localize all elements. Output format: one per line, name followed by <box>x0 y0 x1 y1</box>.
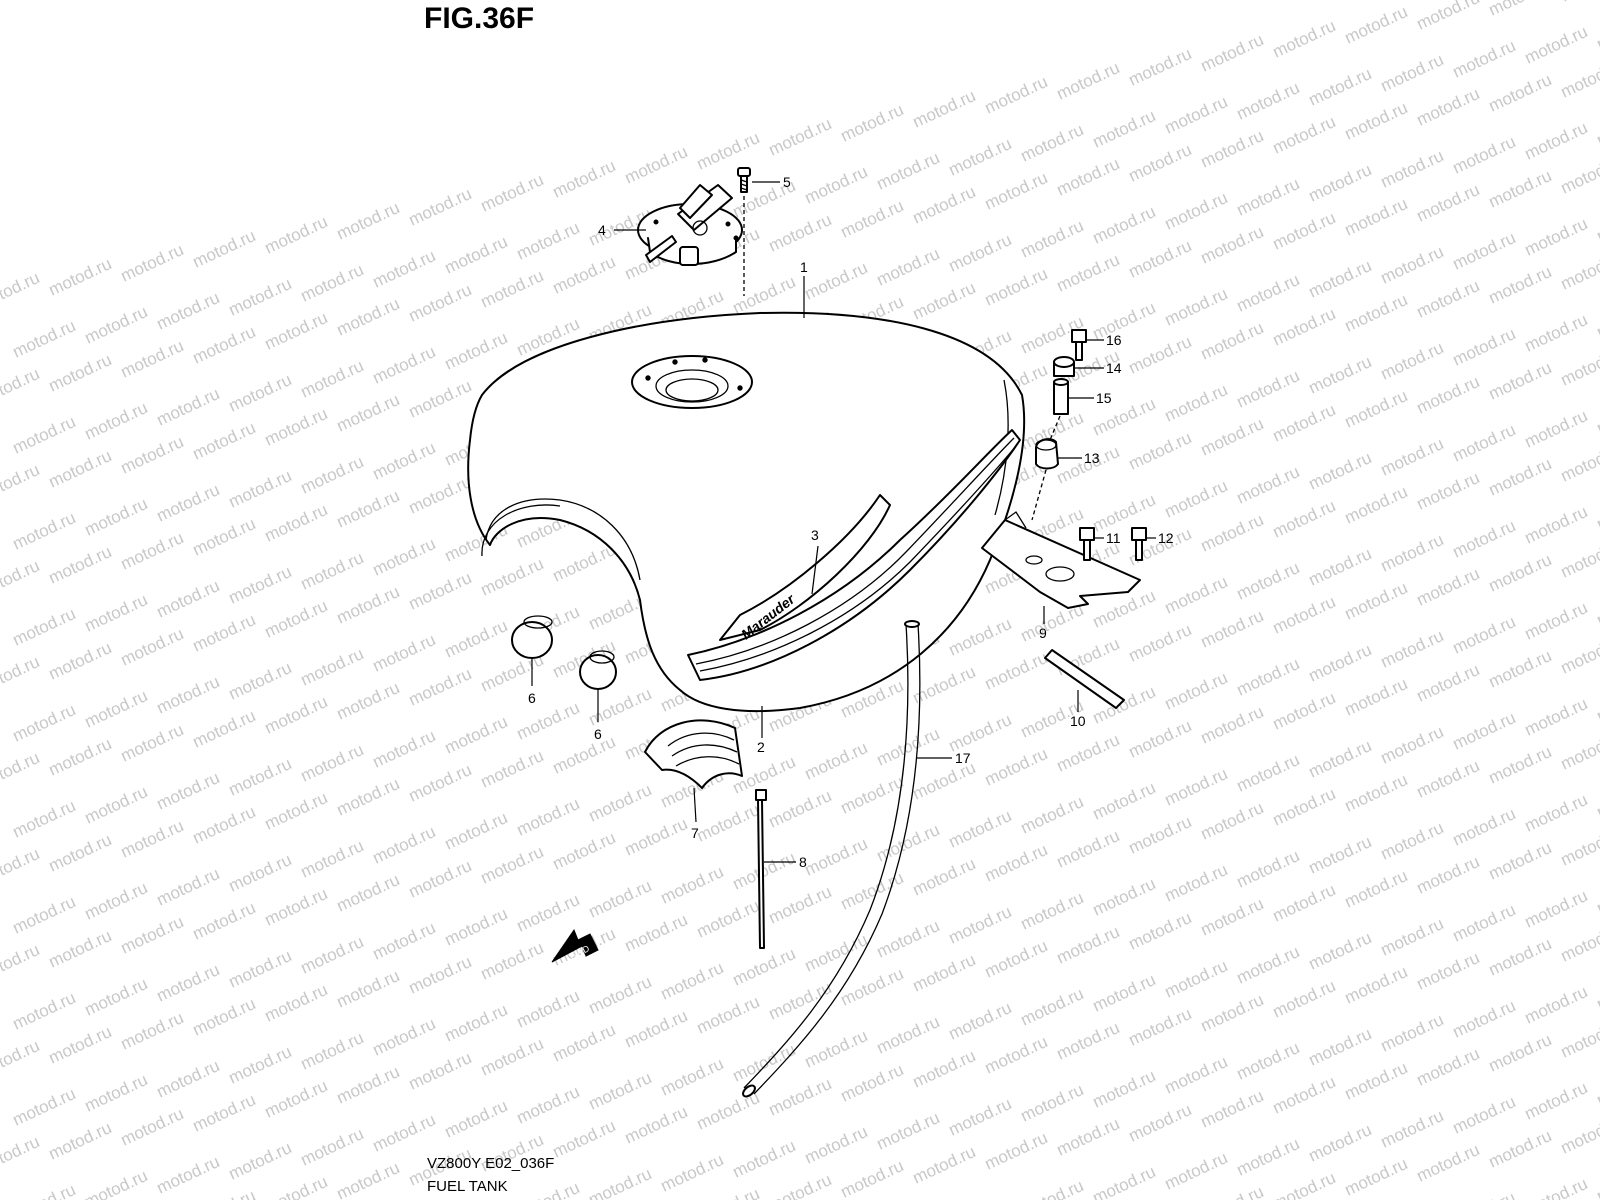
clamp-strap <box>755 789 767 949</box>
callout-14: 14 <box>1106 360 1122 376</box>
callout-10: 10 <box>1070 713 1086 729</box>
fuel-tank-body <box>467 311 1026 713</box>
callout-labels: 1 2 3 4 5 6 6 7 8 9 10 11 12 13 14 15 16… <box>528 174 1174 870</box>
breather-hose <box>742 620 921 1098</box>
callout-5: 5 <box>783 174 791 190</box>
cap-screw <box>737 167 751 193</box>
callout-leaders <box>531 181 1156 863</box>
fwd-arrow-icon: FWD <box>551 928 599 963</box>
cushion-a <box>511 615 553 659</box>
callout-4: 4 <box>598 222 606 238</box>
callout-13: 13 <box>1084 450 1100 466</box>
callout-6b: 6 <box>594 726 602 742</box>
bolt-11 <box>1079 527 1095 561</box>
rubber-strip <box>1044 649 1125 709</box>
callout-3: 3 <box>811 527 819 543</box>
bolt-12 <box>1131 527 1147 561</box>
callout-9: 9 <box>1039 625 1047 641</box>
callout-1: 1 <box>800 259 808 275</box>
bolt-16 <box>1071 329 1087 361</box>
mounting-bracket <box>981 511 1141 609</box>
callout-2: 2 <box>757 739 765 755</box>
callout-8: 8 <box>799 854 807 870</box>
callout-15: 15 <box>1096 390 1112 406</box>
callout-7: 7 <box>691 825 699 841</box>
callout-17: 17 <box>955 750 971 766</box>
cushion-pad <box>644 719 743 789</box>
callout-12: 12 <box>1158 530 1174 546</box>
section-name: FUEL TANK <box>427 1178 508 1195</box>
spacer <box>1053 378 1069 415</box>
fuel-cap <box>637 184 743 266</box>
callout-11: 11 <box>1106 530 1121 546</box>
rear-collar <box>1053 356 1075 377</box>
callout-16: 16 <box>1106 332 1122 348</box>
cushion-b <box>579 650 617 690</box>
tank-side-stripe <box>687 429 1021 681</box>
model-code: VZ800Y E02_036F <box>427 1155 555 1172</box>
callout-6a: 6 <box>528 690 536 706</box>
tank-cushion <box>1035 438 1059 470</box>
figure-title: FIG.36F <box>424 2 535 35</box>
